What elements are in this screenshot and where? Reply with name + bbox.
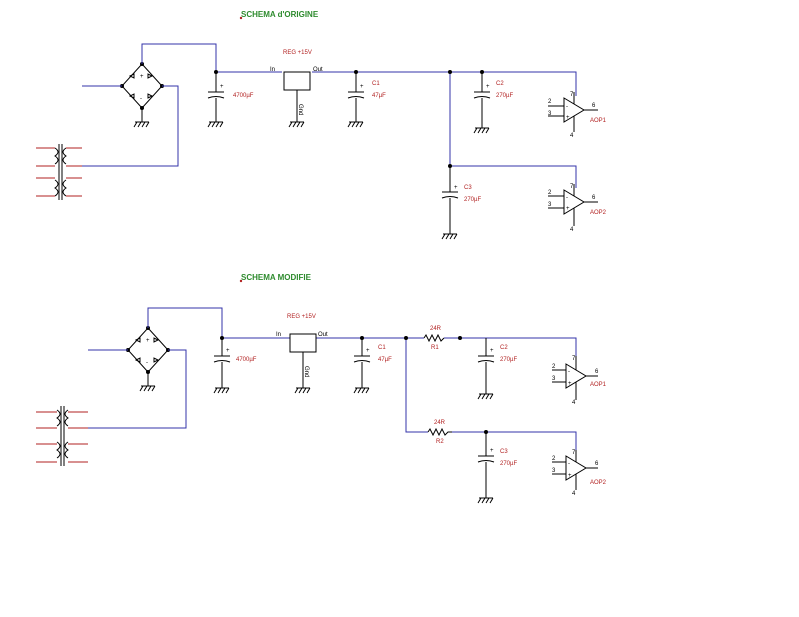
c3-value: 270µF xyxy=(464,197,481,203)
svg-text:-: - xyxy=(146,360,148,366)
svg-text:+: + xyxy=(490,448,494,454)
capacitor-main: + 4700µF xyxy=(207,72,254,128)
svg-text:+: + xyxy=(566,115,570,121)
r2-value: 24R xyxy=(434,420,446,426)
aop2-label: AOP2 xyxy=(590,210,607,216)
capacitor-c1: + C1 47µF xyxy=(353,338,392,394)
svg-text:+: + xyxy=(454,185,458,191)
svg-text:+: + xyxy=(226,348,230,354)
c1-name: C1 xyxy=(378,345,386,351)
pin: 6 xyxy=(595,461,599,467)
c3-name: C3 xyxy=(500,449,508,455)
svg-text:+: + xyxy=(490,348,494,354)
pin: 2 xyxy=(552,456,556,462)
capacitor-main: + 4700µF xyxy=(213,338,257,394)
svg-text:+: + xyxy=(360,84,364,90)
pin: 7 xyxy=(570,184,574,190)
svg-text:+: + xyxy=(568,381,572,387)
pin: 7 xyxy=(572,356,576,362)
r1-value: 24R xyxy=(430,326,442,332)
opamp-aop2: - + 2 3 6 4 7 AOP2 xyxy=(548,184,607,233)
svg-text:+: + xyxy=(140,74,144,80)
capacitor-c3: + C3 270µF xyxy=(477,432,517,504)
reg-label: REG +15V xyxy=(283,50,312,56)
c1-value: 47µF xyxy=(372,93,386,99)
pin: 3 xyxy=(548,202,552,208)
capacitor-c2: + C2 270µF xyxy=(473,72,513,134)
pin: 4 xyxy=(572,491,576,497)
pin: 6 xyxy=(595,369,599,375)
resistor-r1: 24R R1 xyxy=(423,326,445,351)
pin: 7 xyxy=(570,92,574,98)
svg-text:+: + xyxy=(220,84,224,90)
capacitor-c1: + C1 47µF xyxy=(347,72,386,128)
pin: 2 xyxy=(548,99,552,105)
c2-value: 270µF xyxy=(500,357,517,363)
r2-name: R2 xyxy=(436,439,444,445)
regulator: REG +15V In Out Gnd xyxy=(276,314,328,394)
svg-text:+: + xyxy=(146,338,150,344)
capacitor-c3: + C3 270µF xyxy=(441,166,481,240)
pin: 3 xyxy=(552,468,556,474)
c-main-value: 4700µF xyxy=(233,93,254,99)
resistor-r2: 24R R2 xyxy=(427,420,452,445)
r1-name: R1 xyxy=(431,345,439,351)
reg-in: In xyxy=(270,67,275,73)
pin: 6 xyxy=(592,195,596,201)
svg-text:+: + xyxy=(366,348,370,354)
regulator: REG +15V In Out Gnd xyxy=(270,50,323,128)
bridge-rectifier: + - xyxy=(126,326,170,392)
bridge-rectifier: + - xyxy=(120,62,164,128)
schema-modifie: SCHEMA MODIFIE + - xyxy=(36,273,607,504)
aop1-label: AOP1 xyxy=(590,118,607,124)
reg-out: Out xyxy=(318,332,328,338)
title-marker xyxy=(239,16,243,20)
reg-out: Out xyxy=(313,67,323,73)
opamp-aop1: - + 2 3 6 4 7 AOP1 xyxy=(552,356,607,406)
aop2-label: AOP2 xyxy=(590,480,607,486)
pin: 4 xyxy=(570,133,574,139)
svg-text:-: - xyxy=(566,104,568,110)
reg-label: REG +15V xyxy=(287,314,316,320)
svg-text:-: - xyxy=(568,369,570,375)
c1-value: 47µF xyxy=(378,357,392,363)
title-marker xyxy=(239,279,243,283)
pin: 6 xyxy=(592,103,596,109)
svg-text:-: - xyxy=(568,461,570,467)
c2-value: 270µF xyxy=(496,93,513,99)
c2-name: C2 xyxy=(500,345,508,351)
c2-name: C2 xyxy=(496,81,504,87)
capacitor-c2: + C2 270µF xyxy=(477,338,517,400)
pin: 7 xyxy=(572,450,576,456)
svg-text:+: + xyxy=(566,206,570,212)
opamp-aop1: - + 2 3 6 4 7 AOP1 xyxy=(548,92,607,139)
pin: 3 xyxy=(548,111,552,117)
aop1-label: AOP1 xyxy=(590,382,607,388)
pin: 3 xyxy=(552,376,556,382)
svg-text:-: - xyxy=(566,195,568,201)
svg-text:+: + xyxy=(568,473,572,479)
opamp-aop2: - + 2 3 6 4 7 AOP2 xyxy=(552,450,607,497)
reg-gnd: Gnd xyxy=(303,366,309,377)
pin: 4 xyxy=(572,400,576,406)
pin: 2 xyxy=(548,190,552,196)
c3-value: 270µF xyxy=(500,461,517,467)
svg-text:+: + xyxy=(486,84,490,90)
c1-name: C1 xyxy=(372,81,380,87)
reg-gnd: Gnd xyxy=(297,104,303,115)
schema-origine: SCHEMA d'ORIGINE + - xyxy=(36,10,607,240)
pin: 2 xyxy=(552,364,556,370)
svg-text:-: - xyxy=(140,96,142,102)
c3-name: C3 xyxy=(464,185,472,191)
schema-origine-title: SCHEMA d'ORIGINE xyxy=(241,10,319,19)
transformer xyxy=(36,406,88,466)
schema-modifie-title: SCHEMA MODIFIE xyxy=(241,273,312,282)
reg-in: In xyxy=(276,332,281,338)
transformer xyxy=(36,144,82,200)
c-main-value: 4700µF xyxy=(236,357,257,363)
pin: 4 xyxy=(570,227,574,233)
